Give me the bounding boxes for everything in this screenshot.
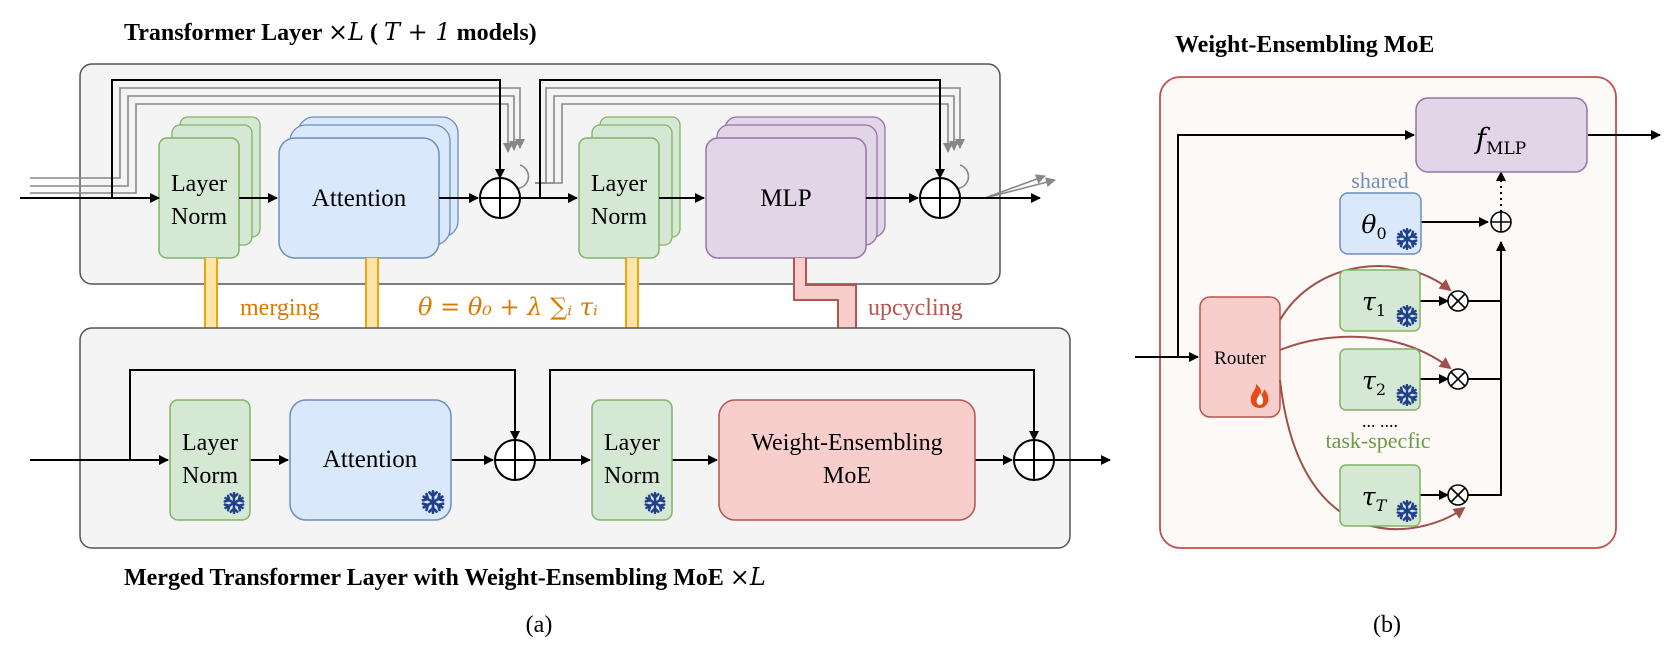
top-layernorm-1-label-line2: Norm bbox=[171, 204, 227, 230]
top-layernorm-2-label-line2: Norm bbox=[591, 204, 647, 230]
top-layernorm-2-label-line1: Layer bbox=[591, 171, 647, 197]
upcycling-label: upcycling bbox=[868, 295, 963, 321]
top-attention-stack: Attention bbox=[278, 116, 459, 259]
times-T bbox=[1447, 484, 1469, 506]
top-layernorm-1-stack: Layer Norm bbox=[158, 116, 261, 259]
bottom-attention: Attention bbox=[289, 399, 452, 521]
tau1-box: τ1 bbox=[1339, 269, 1421, 332]
top-layernorm-1-label-line1: Layer bbox=[171, 171, 227, 197]
router-box: Router bbox=[1199, 296, 1281, 418]
top-attention-label: Attention bbox=[312, 185, 407, 212]
moe-label-line1: Weight-Ensembling bbox=[751, 430, 942, 456]
ellipsis-dots: ... .... bbox=[1362, 411, 1398, 431]
caption-b: (b) bbox=[1373, 612, 1401, 638]
top-layernorm-2-stack: Layer Norm bbox=[578, 116, 681, 259]
bottom-layernorm-1-label-line1: Layer bbox=[182, 430, 238, 456]
right-panel-title: Weight-Ensembling MoE bbox=[1175, 32, 1434, 58]
times-2 bbox=[1447, 368, 1469, 390]
bottom-residual-sum-2 bbox=[1013, 439, 1055, 481]
theta0-box: θ0 bbox=[1339, 192, 1422, 255]
top-panel-title: Transformer Layer ×L ( T + 1 models) bbox=[124, 18, 537, 46]
top-residual-sum-1 bbox=[479, 177, 521, 219]
top-mlp-stack: MLP bbox=[705, 116, 886, 259]
top-skip-connections-stacked bbox=[30, 87, 1056, 199]
bottom-layernorm-1-label-line2: Norm bbox=[182, 463, 238, 489]
caption-a: (a) bbox=[526, 612, 553, 638]
bottom-layernorm-1: Layer Norm bbox=[169, 399, 251, 521]
bottom-layernorm-2-label-line2: Norm bbox=[604, 463, 660, 489]
fmlp-box: fMLP bbox=[1415, 97, 1588, 173]
tau2-box: τ2 bbox=[1339, 348, 1421, 411]
router-label: Router bbox=[1214, 348, 1266, 369]
theta0-label: θ0 bbox=[1361, 210, 1386, 243]
bottom-layernorm-2-label-line1: Layer bbox=[604, 430, 660, 456]
flame-icon bbox=[1250, 384, 1269, 408]
bottom-layernorm-2: Layer Norm bbox=[591, 399, 673, 521]
right-sum bbox=[1490, 211, 1512, 233]
tau1-label: τ1 bbox=[1362, 287, 1386, 320]
moe-label-line2: MoE bbox=[823, 463, 871, 489]
bottom-residual-sum-1 bbox=[494, 439, 536, 481]
bottom-panel-title: Merged Transformer Layer with Weight-Ens… bbox=[124, 563, 766, 591]
bottom-weight-ensembling-moe: Weight-Ensembling MoE bbox=[718, 399, 976, 521]
bottom-main-flow bbox=[30, 369, 1111, 465]
tau2-label: τ2 bbox=[1362, 366, 1386, 399]
merging-label: merging bbox=[240, 295, 320, 321]
times-1 bbox=[1447, 290, 1469, 312]
bottom-attention-label: Attention bbox=[323, 446, 418, 473]
top-residual-sum-2 bbox=[919, 177, 961, 219]
task-specific-label: task-specfic bbox=[1325, 428, 1430, 453]
tauT-label: τT bbox=[1362, 482, 1388, 515]
top-mlp-label: MLP bbox=[760, 185, 811, 212]
top-main-flow bbox=[20, 79, 1041, 203]
tauT-box: τT bbox=[1339, 464, 1421, 527]
merge-formula: θ = θ₀ + λ ∑ᵢ τᵢ bbox=[418, 293, 598, 321]
shared-label: shared bbox=[1351, 168, 1408, 193]
